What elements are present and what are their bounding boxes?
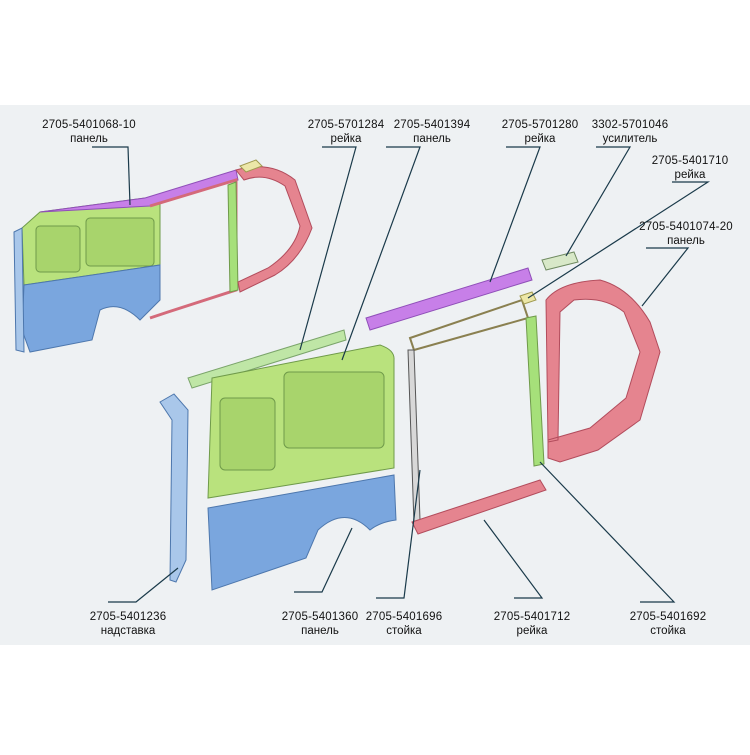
label-code: 2705-5401696: [365, 611, 443, 623]
frame-5401074-20: [545, 279, 661, 463]
label-5401712: 2705-5401712 рейка: [484, 610, 580, 638]
label-code: 2705-5401692: [629, 611, 707, 623]
label-5401068-10: 2705-5401068-10 панель: [24, 118, 154, 146]
leader-5701046: [565, 146, 632, 257]
label-name: надставка: [100, 625, 156, 637]
label-name: стойка: [386, 625, 422, 637]
label-name: рейка: [674, 169, 706, 181]
rail-5401712: [411, 479, 547, 535]
label-code: 3302-5701046: [591, 119, 669, 131]
label-5401710: 2705-5401710 рейка: [642, 154, 738, 182]
panel-5401360: [207, 474, 397, 591]
assembled-lower-panel: [21, 264, 161, 353]
rail-5701284: [187, 329, 347, 389]
leader-5401692: [539, 461, 676, 603]
label-name: панель: [301, 625, 339, 637]
rail-5701280: [365, 267, 533, 331]
label-code: 2705-5401712: [493, 611, 571, 623]
assembled-middle-post: [227, 181, 239, 293]
leader-5701284: [299, 146, 357, 351]
label-5401692: 2705-5401692 стойка: [620, 610, 716, 638]
label-5401360: 2705-5401360 панель: [272, 610, 368, 638]
label-5701046: 3302-5701046 усилитель: [582, 118, 678, 146]
label-name: рейка: [516, 625, 548, 637]
label-5701284: 2705-5701284 рейка: [296, 118, 396, 146]
leader-5401712: [483, 519, 544, 599]
leader-5701280: [489, 146, 541, 283]
exploded-view: [159, 251, 661, 591]
label-code: 2705-5701284: [307, 119, 385, 131]
label-code: 2705-5401394: [393, 119, 471, 131]
label-5401696: 2705-5401696 стойка: [356, 610, 452, 638]
extension-5401236: [159, 393, 189, 583]
reinforcement-5701046: [541, 251, 579, 271]
leader-5401696: [376, 469, 421, 599]
label-name: стойка: [650, 625, 686, 637]
label-code: 2705-5701280: [501, 119, 579, 131]
label-5401394: 2705-5401394 панель: [384, 118, 480, 146]
leader-5401074-20: [641, 247, 690, 307]
assembled-side-view: [13, 159, 313, 353]
label-5401074-20: 2705-5401074-20 панель: [630, 220, 742, 248]
assembled-front-frame: [235, 166, 313, 293]
label-code: 2705-5401710: [651, 155, 729, 167]
label-code: 2705-5401360: [281, 611, 359, 623]
assembled-rear-post: [13, 227, 25, 353]
leader-5401360: [294, 527, 353, 593]
label-name: панель: [413, 133, 451, 145]
label-name: рейка: [330, 133, 362, 145]
assembled-top-bracket: [239, 159, 263, 173]
label-name: панель: [667, 235, 705, 247]
label-5401236: 2705-5401236 надставка: [80, 610, 176, 638]
post-5401692: [525, 315, 545, 467]
leader-lines: [92, 146, 711, 603]
label-name: рейка: [524, 133, 556, 145]
label-code: 2705-5401236: [89, 611, 167, 623]
label-name: усилитель: [602, 133, 658, 145]
panel-window-right: [283, 371, 385, 449]
leader-5401068-10: [92, 146, 131, 206]
label-code: 2705-5401068-10: [42, 119, 136, 131]
label-code: 2705-5401074-20: [639, 221, 733, 233]
label-5701280: 2705-5701280 рейка: [492, 118, 588, 146]
leader-5401710: [527, 181, 711, 299]
leader-5401236: [108, 567, 179, 603]
assembled-window-right: [85, 217, 155, 267]
panel-window-left: [219, 397, 276, 471]
assembled-window-left: [35, 225, 81, 273]
leader-5401394: [341, 146, 421, 361]
label-name: панель: [70, 133, 108, 145]
